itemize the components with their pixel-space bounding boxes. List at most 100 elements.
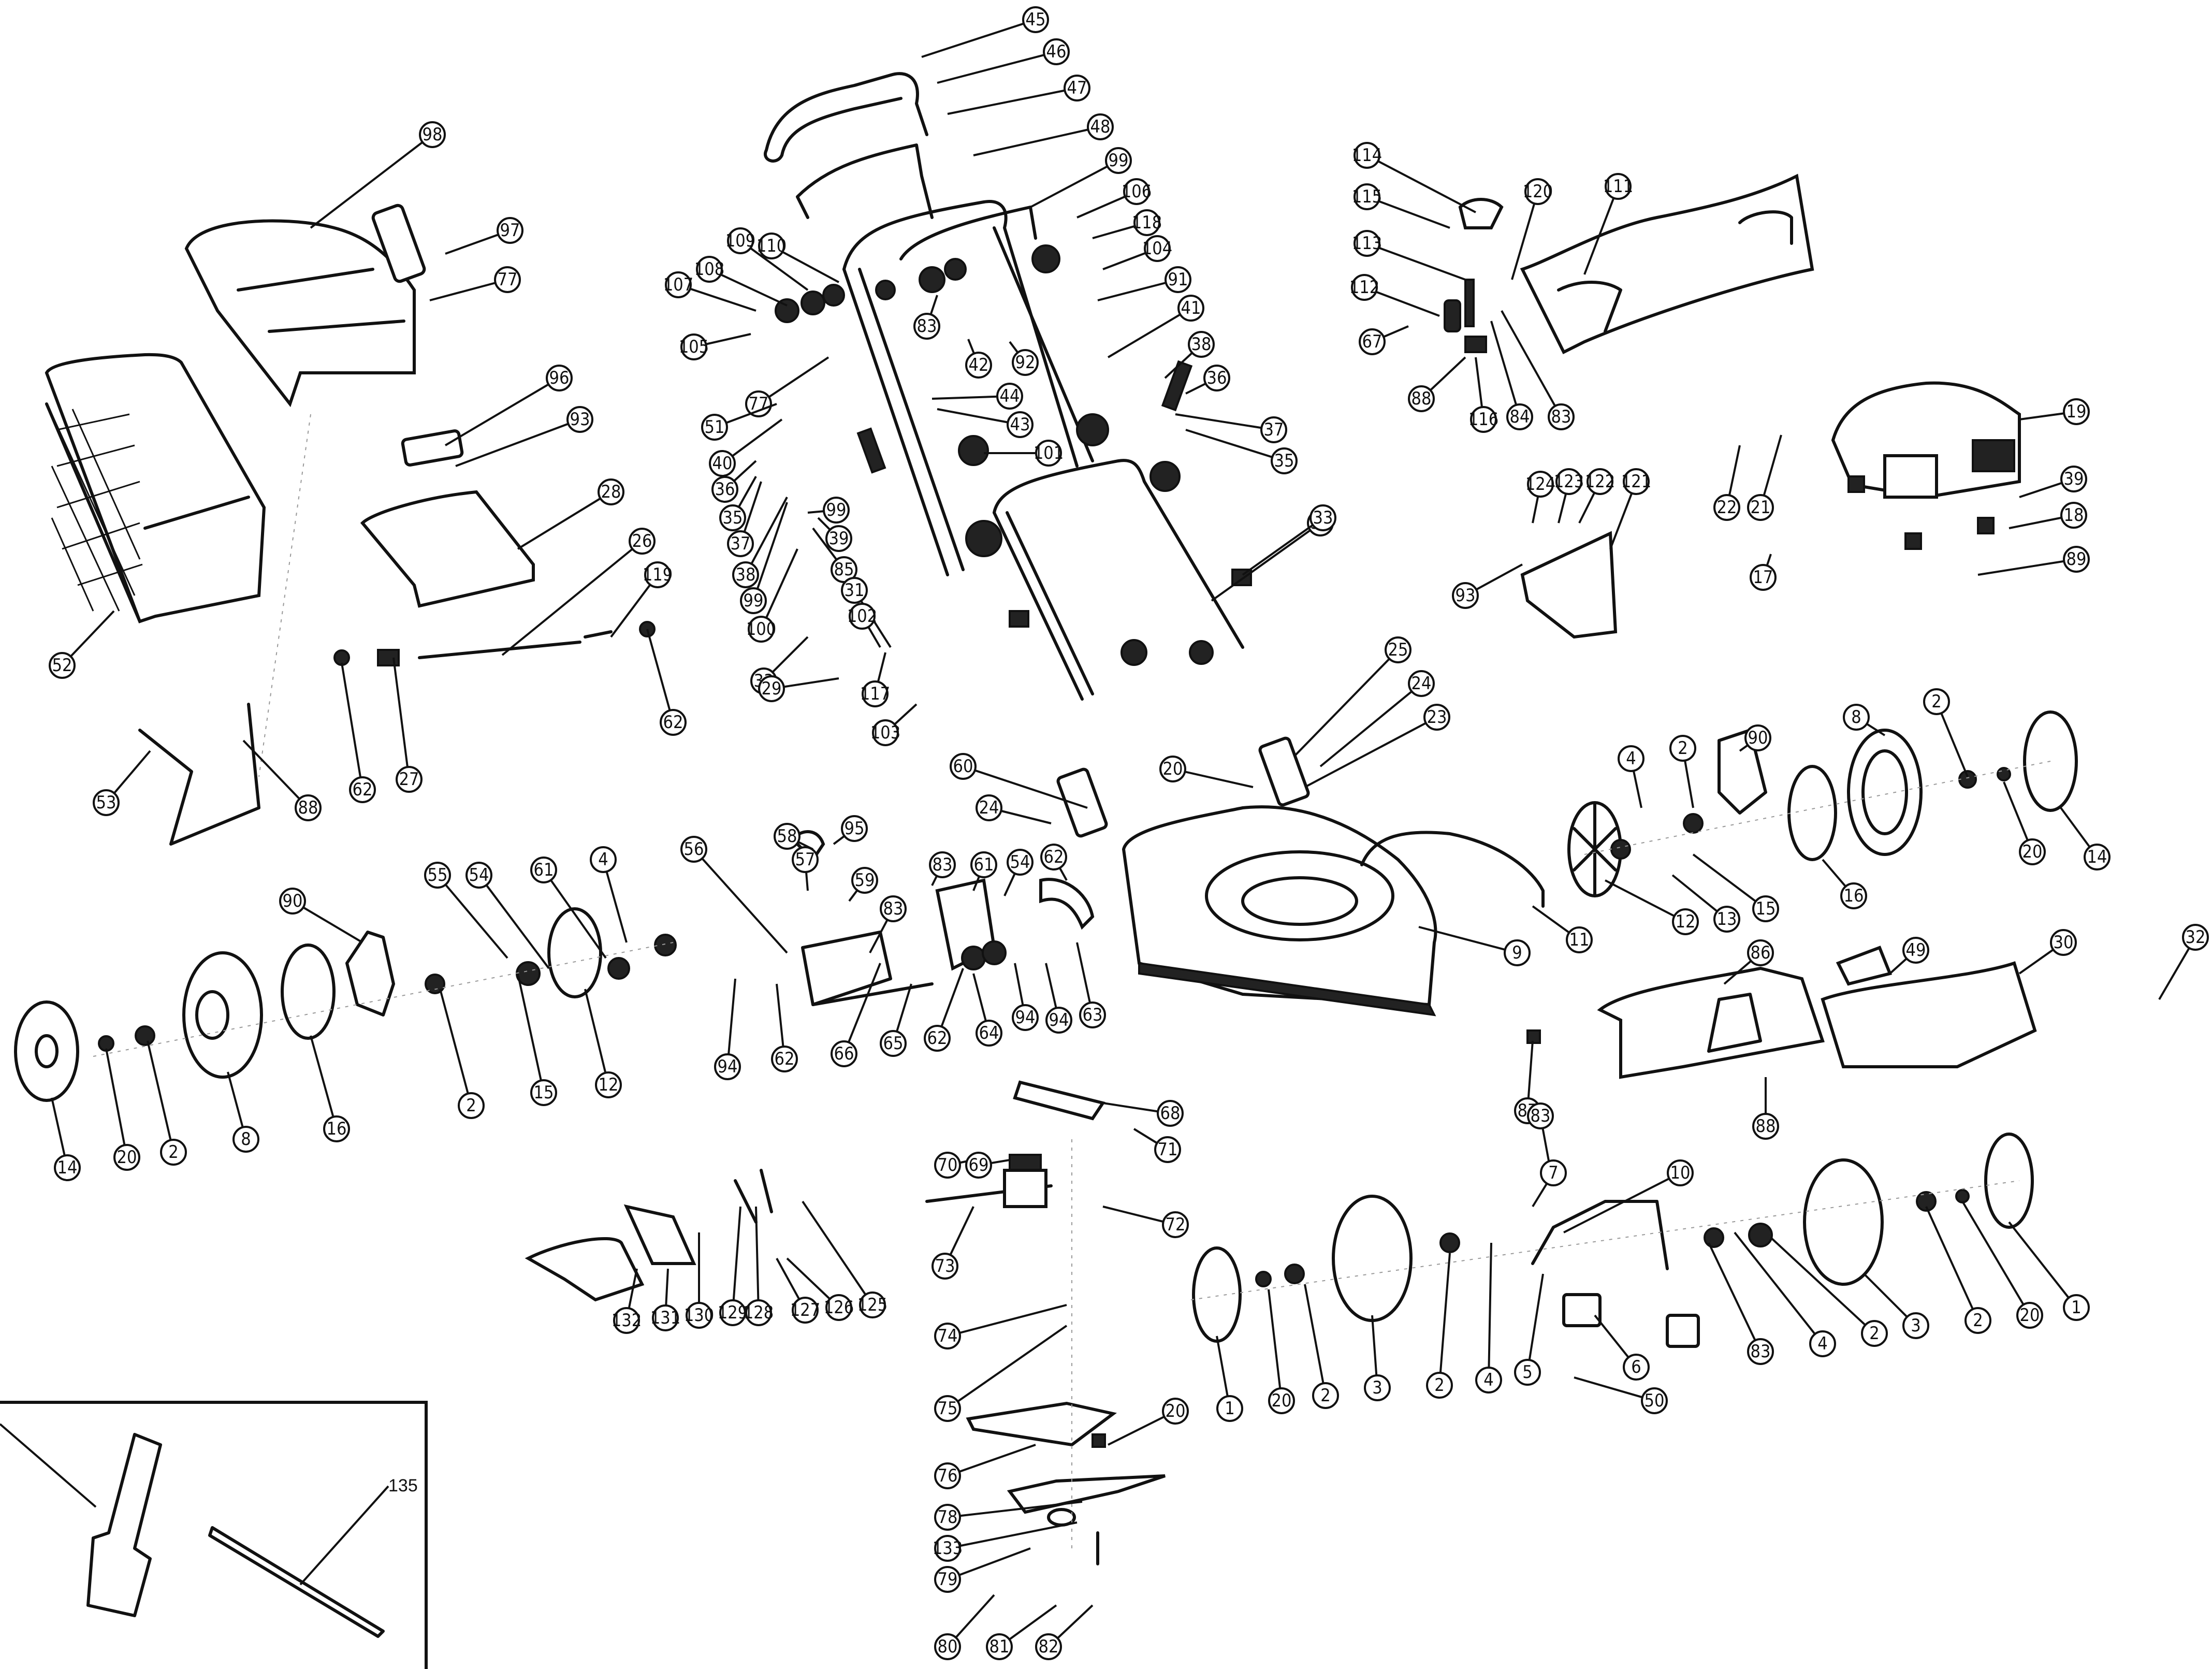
callout-circle [1555, 468, 1582, 495]
callout-circle [652, 1304, 679, 1331]
callout-number: 83 [917, 316, 937, 337]
callout-89: 89 [1977, 546, 2090, 576]
callout-number: 7 [1548, 1163, 1558, 1183]
callout-3: 3 [1863, 1273, 1929, 1339]
callout-circle [934, 1633, 961, 1660]
callout-44: 44 [932, 383, 1023, 410]
callout-number: 29 [762, 678, 782, 699]
callout-number: 22 [1717, 497, 1737, 518]
callout-circle [711, 476, 738, 503]
callout-circle [1540, 1159, 1567, 1186]
callout-15: 15 [1692, 853, 1779, 922]
callout-12: 12 [1605, 879, 1699, 935]
callout-number: 46 [1046, 41, 1067, 62]
callout-number: 132 [612, 1310, 642, 1331]
leader-line [843, 963, 881, 1054]
callout-84: 84 [1490, 321, 1533, 430]
callout-number: 14 [2087, 847, 2107, 867]
leader-line [310, 134, 433, 229]
callout-number: 48 [1090, 117, 1111, 137]
callout-45: 45 [921, 6, 1049, 58]
callout-number: 116 [1468, 409, 1498, 430]
callout-circle [1843, 704, 1870, 731]
callout-111: 111 [1583, 173, 1633, 275]
callout-circle [1587, 468, 1613, 495]
callout-number: 4 [1483, 1370, 1493, 1390]
callout-number: 62 [1044, 847, 1064, 867]
drive-linkage [790, 830, 1095, 1006]
callout-83: 83 [913, 295, 940, 340]
callout-number: 128 [744, 1302, 774, 1323]
leader-line [693, 848, 788, 954]
callout-number: 19 [2067, 401, 2087, 422]
callout-circle [913, 313, 940, 340]
callout-circle [1007, 411, 1034, 438]
callout-48: 48 [973, 113, 1114, 156]
callout-99: 99 [1030, 147, 1132, 208]
callout-circle [497, 217, 523, 244]
callout-circle [1359, 328, 1386, 355]
callout-number: 73 [935, 1256, 955, 1276]
callout-68: 68 [1102, 1100, 1184, 1127]
callout-circle [965, 352, 992, 379]
callout-19: 19 [2019, 398, 2090, 425]
leader-line [678, 284, 756, 312]
callout-circle [680, 333, 707, 360]
callout-57: 57 [792, 846, 819, 891]
leader-line [947, 1547, 1031, 1580]
callout-number: 83 [1751, 1341, 1771, 1362]
callout-circle [1623, 468, 1650, 495]
callout-number: 75 [938, 1398, 958, 1419]
callout-circle [825, 525, 852, 552]
engine [1831, 381, 2021, 550]
callout-circle [629, 528, 656, 555]
callout-80: 80 [934, 1594, 995, 1660]
lower-handle-frame [993, 459, 1244, 701]
leader-line [1175, 413, 1274, 431]
callout-number: 91 [1168, 269, 1188, 290]
callout-70: 70 [934, 1152, 974, 1179]
callout-circle [1548, 403, 1575, 430]
leader-line [1574, 1376, 1655, 1402]
callout-circle [1408, 670, 1435, 697]
callout-93: 93 [455, 406, 593, 467]
callout-number: 9 [1512, 942, 1522, 963]
callout-circle [1713, 494, 1740, 521]
leader-line [1097, 279, 1178, 301]
callout-circle [1752, 895, 1779, 922]
callout-number: 14 [57, 1157, 78, 1178]
callout-circle [709, 450, 736, 477]
callout-circle [932, 1253, 958, 1280]
callout-circle [727, 530, 754, 557]
callout-20: 20 [1961, 1200, 2043, 1329]
callout-15: 15 [517, 973, 557, 1106]
callout-number: 38 [1191, 334, 1212, 355]
callout-36: 36 [711, 460, 757, 503]
callout-circle [1007, 849, 1034, 876]
leader-line [602, 859, 628, 943]
callout-83: 83 [929, 851, 956, 886]
leader-line [1268, 1289, 1283, 1401]
callout-number: 47 [1067, 78, 1087, 98]
callout-circle [774, 823, 801, 850]
leader-line [937, 408, 1021, 426]
callout-number: 83 [933, 854, 953, 875]
callout-number: 97 [500, 220, 520, 241]
callout-circle [2016, 1302, 2043, 1329]
callout-circle [160, 1139, 187, 1166]
callout-number: 4 [1626, 748, 1636, 769]
callout-circle [1672, 908, 1699, 935]
callout-circle [1667, 1159, 1694, 1186]
callout-120: 120 [1511, 178, 1553, 280]
callout-number: 2 [466, 1095, 476, 1116]
callout-circle [1809, 1330, 1836, 1357]
callout-93: 93 [1452, 563, 1523, 609]
callout-circle [1043, 38, 1070, 65]
leader-line [292, 900, 363, 944]
callout-circle [1177, 295, 1204, 322]
callout-26: 26 [501, 528, 656, 656]
callout-number: 102 [847, 606, 877, 627]
leader-line [517, 973, 545, 1093]
callout-107: 107 [663, 271, 756, 312]
callout-55: 55 [424, 862, 508, 959]
